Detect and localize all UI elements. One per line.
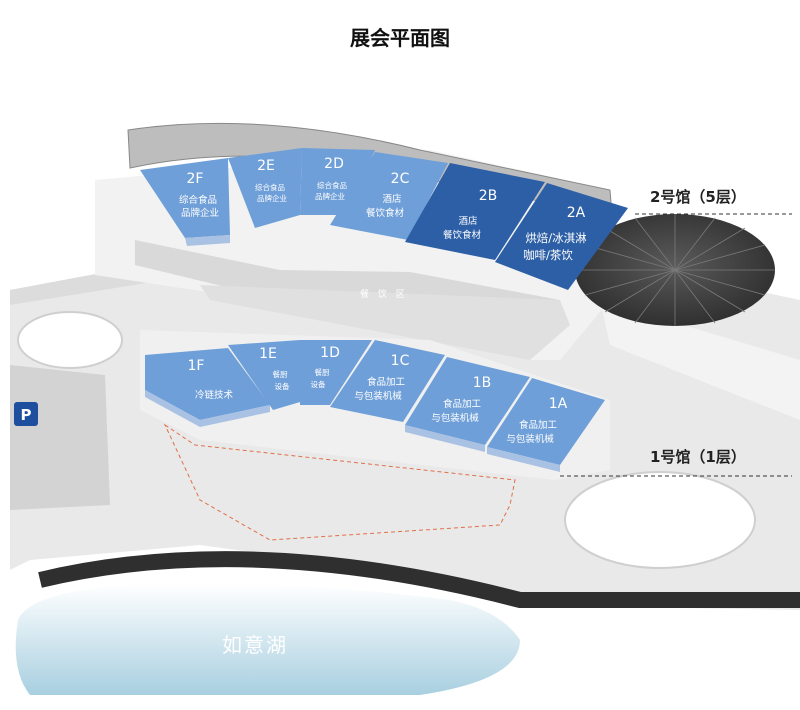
hall-desc-line2: 品牌企业 <box>257 193 287 203</box>
hall-1d[interactable]: 1D 餐厨 设备 <box>300 340 372 405</box>
hall-desc-line2: 品牌企业 <box>315 191 345 201</box>
parking-area: P <box>10 365 110 510</box>
hall-desc-line1: 餐厨 <box>315 368 330 377</box>
hall-desc-line2: 与包装机械 <box>354 390 402 402</box>
hall-2c[interactable]: 2C 酒店 餐饮食材 <box>330 152 448 240</box>
hall-desc-line1: 食品加工 <box>443 398 482 410</box>
hall-code: 2C <box>391 171 410 187</box>
hall-desc-line1: 酒店 <box>382 193 401 205</box>
hall-desc-line2: 品牌企业 <box>181 207 219 219</box>
hall-desc-line2: 餐饮食材 <box>366 207 405 219</box>
upper-halls: 2F 综合食品 品牌企业 2E 综合食品 品牌企业 2D 综合食品 品牌企业 2… <box>140 148 628 290</box>
hall-1c[interactable]: 1C 食品加工 与包装机械 <box>330 340 445 422</box>
hall-2e[interactable]: 2E 综合食品 品牌企业 <box>228 148 302 228</box>
hall-code: 1D <box>320 345 340 361</box>
hall-desc-line2: 与包装机械 <box>431 412 479 424</box>
hall-code: 2A <box>567 205 586 221</box>
hall-desc-line1: 酒店 <box>458 215 477 227</box>
hall-code: 2F <box>187 171 204 187</box>
hall-code: 1E <box>259 346 277 362</box>
hall-1-annex <box>564 471 756 569</box>
page-title: 展会平面图 <box>350 26 450 50</box>
hall-desc-line1: 食品加工 <box>367 376 406 388</box>
hall-2b[interactable]: 2B 酒店 餐饮食材 <box>405 163 545 260</box>
roundabout <box>17 311 123 369</box>
hall-2a[interactable]: 2A 烘焙/冰淇淋 咖啡/茶饮 <box>495 183 628 290</box>
lake-label: 如意湖 <box>222 633 288 657</box>
building-labels: 2号馆（5层） 1号馆（1层） <box>560 188 792 477</box>
hall-1b[interactable]: 1B 食品加工 与包装机械 <box>405 357 530 452</box>
hall-1e[interactable]: 1E 餐厨 设备 <box>228 340 300 410</box>
hall-desc-line2: 餐饮食材 <box>443 229 482 241</box>
dining-zone-label: 餐 饮 区 <box>360 288 408 300</box>
hall-1-label: 1号馆（1层） <box>650 448 746 466</box>
parking-label: P <box>21 406 32 424</box>
hall-code: 1A <box>549 396 568 412</box>
dome-building <box>575 214 775 326</box>
hall-code: 1F <box>188 358 205 374</box>
hall-1a[interactable]: 1A 食品加工 与包装机械 <box>487 378 605 472</box>
hall-2d[interactable]: 2D 综合食品 品牌企业 <box>300 148 375 215</box>
hall-2f[interactable]: 2F 综合食品 品牌企业 <box>140 158 230 246</box>
hall-code: 2E <box>257 158 275 174</box>
hall-code: 2D <box>324 156 344 172</box>
hall-code: 2B <box>479 188 498 204</box>
lower-halls: 1F 冷链技术 1E 餐厨 设备 1D 餐厨 设备 1C 食品加工 与包装机械 <box>145 340 605 472</box>
outdoor-area-outline <box>163 423 516 541</box>
hall-desc-line2: 设备 <box>275 381 290 391</box>
hall-desc-line2: 咖啡/茶饮 <box>523 248 573 262</box>
hall-1f[interactable]: 1F 冷链技术 <box>145 348 270 427</box>
road <box>38 551 800 608</box>
hall-desc-line1: 餐厨 <box>273 370 288 379</box>
hall-desc-line2: 与包装机械 <box>506 433 554 445</box>
hall-desc-line1: 冷链技术 <box>195 389 234 401</box>
hall-desc-line2: 设备 <box>311 379 326 389</box>
hall-desc-line1: 综合食品 <box>317 180 347 190</box>
hall-desc-line1: 综合食品 <box>255 182 285 192</box>
hall-desc-line1: 烘焙/冰淇淋 <box>525 231 587 245</box>
parking-sign-icon <box>14 402 38 426</box>
hall-desc-line1: 综合食品 <box>179 194 217 206</box>
lake <box>15 584 520 695</box>
hall-2-label: 2号馆（5层） <box>650 188 746 206</box>
hall-code: 1C <box>391 353 410 369</box>
hall-desc-line1: 食品加工 <box>519 419 558 431</box>
hall-code: 1B <box>473 375 492 391</box>
